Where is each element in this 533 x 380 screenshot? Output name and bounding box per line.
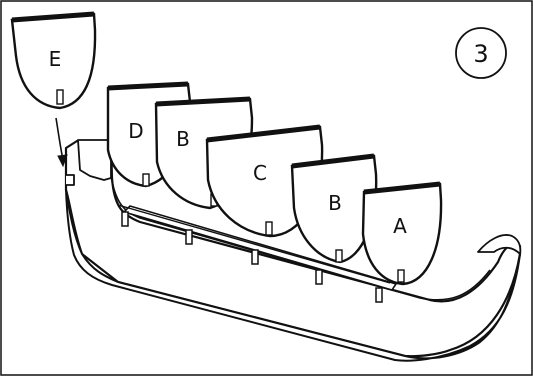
bulkhead-a-shape: [361, 182, 443, 286]
bulkhead-d-tab: [142, 173, 150, 187]
step-badge: 3: [455, 27, 507, 79]
bulkhead-a-top-edge: [363, 181, 441, 195]
bulkhead-e: E: [10, 11, 97, 110]
bulkhead-e-tab: [56, 89, 64, 105]
insertion-arrow: [55, 117, 68, 168]
keel-ledge: [109, 169, 491, 301]
bulkhead-e-shape: [10, 12, 97, 110]
bulkhead-c-label: C: [253, 161, 267, 185]
bulkhead-b-front-tab: [335, 249, 343, 263]
bulkhead-c-top-edge: [206, 124, 321, 143]
bulkhead-d-top-edge: [107, 81, 189, 91]
rail-edge: [117, 204, 391, 284]
rail-tab-1: [121, 211, 129, 227]
bulkhead-b-back-label: B: [176, 127, 190, 151]
bulkhead-b-front-label: B: [328, 191, 342, 215]
bulkhead-e-top-edge: [11, 11, 95, 23]
arrow-head: [57, 154, 68, 168]
keel-notch: [66, 174, 75, 186]
rail-tab-3: [251, 249, 259, 265]
keel-front-curl: [477, 234, 522, 255]
slotted-rail: [117, 204, 398, 303]
step-circle: [455, 27, 507, 79]
bulkhead-d-label: D: [128, 119, 143, 143]
bulkhead-a-tab: [397, 269, 405, 283]
bulkhead-b-front-top-edge: [291, 153, 375, 169]
bulkhead-c-tab: [265, 221, 273, 236]
bulkhead-b-back-top-edge: [155, 96, 251, 107]
bulkhead-a-label: A: [393, 214, 407, 238]
bulkhead-b-front: B: [290, 153, 378, 264]
step-number: 3: [473, 40, 488, 68]
bulkhead-a: A: [361, 181, 443, 286]
rail-tab-5: [375, 287, 383, 303]
rail-tab-2: [185, 229, 193, 245]
bulkhead-e-label: E: [49, 47, 62, 71]
rail-tab-4: [315, 269, 323, 285]
keel-base: [64, 139, 522, 362]
